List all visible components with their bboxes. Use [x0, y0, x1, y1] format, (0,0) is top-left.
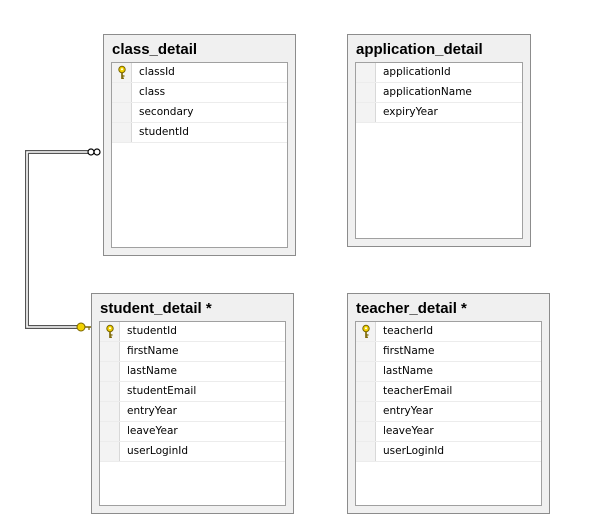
column-list: applicationId applicationName expiryYear [355, 62, 523, 239]
column-row[interactable]: applicationId [356, 63, 522, 83]
column-name: lastName [127, 365, 177, 377]
column-name: entryYear [127, 405, 177, 417]
column-row[interactable]: teacherId [356, 322, 541, 342]
column-name: teacherEmail [383, 385, 453, 397]
column-name: class [139, 86, 166, 98]
column-name: firstName [383, 345, 435, 357]
row-selector[interactable] [100, 342, 120, 361]
column-row[interactable]: studentId [100, 322, 285, 342]
column-name: secondary [139, 106, 194, 118]
column-row[interactable]: leaveYear [356, 422, 541, 442]
column-row[interactable]: studentEmail [100, 382, 285, 402]
row-selector[interactable] [112, 83, 132, 102]
column-name: expiryYear [383, 106, 438, 118]
column-row[interactable]: classId [112, 63, 287, 83]
relationship-line[interactable] [25, 150, 88, 329]
column-row[interactable]: entryYear [356, 402, 541, 422]
row-selector[interactable] [356, 63, 376, 82]
row-selector[interactable] [356, 442, 376, 461]
column-name: studentId [127, 325, 177, 337]
relationship-line-inner [26, 151, 88, 328]
column-name: classId [139, 66, 175, 78]
row-selector[interactable] [356, 402, 376, 421]
column-row[interactable]: expiryYear [356, 103, 522, 123]
column-row[interactable]: leaveYear [100, 422, 285, 442]
column-name: entryYear [383, 405, 433, 417]
column-row[interactable]: lastName [100, 362, 285, 382]
column-row[interactable]: class [112, 83, 287, 103]
column-name: userLoginId [383, 445, 444, 457]
row-selector[interactable] [356, 342, 376, 361]
column-name: studentEmail [127, 385, 197, 397]
column-name: applicationName [383, 86, 472, 98]
table-teacher-detail[interactable]: teacher_detail * teacherId firstName lastN… [347, 293, 550, 514]
column-name: userLoginId [127, 445, 188, 457]
row-selector[interactable] [112, 123, 132, 142]
table-title: class_detail [112, 41, 198, 58]
table-title: application_detail [356, 41, 483, 58]
table-title: teacher_detail * [356, 300, 467, 317]
column-name: leaveYear [127, 425, 178, 437]
column-row[interactable]: userLoginId [356, 442, 541, 462]
column-row[interactable]: lastName [356, 362, 541, 382]
column-row[interactable]: firstName [100, 342, 285, 362]
key-icon [362, 324, 370, 338]
column-row[interactable]: secondary [112, 103, 287, 123]
row-selector[interactable] [100, 442, 120, 461]
table-title: student_detail * [100, 300, 212, 317]
column-row[interactable]: entryYear [100, 402, 285, 422]
column-row[interactable]: studentId [112, 123, 287, 143]
column-row[interactable]: teacherEmail [356, 382, 541, 402]
column-list: teacherId firstName lastName teacherEmail en… [355, 321, 542, 506]
column-row[interactable]: userLoginId [100, 442, 285, 462]
row-selector[interactable] [356, 362, 376, 381]
row-selector[interactable] [356, 83, 376, 102]
column-row[interactable]: applicationName [356, 83, 522, 103]
table-student-detail[interactable]: student_detail * studentId firstName lastN… [91, 293, 294, 514]
infinity-icon [87, 148, 101, 156]
column-list: studentId firstName lastName studentEmail en… [99, 321, 286, 506]
row-selector[interactable] [356, 382, 376, 401]
column-list: classId class secondary studentId [111, 62, 288, 248]
row-selector[interactable] [100, 322, 120, 341]
row-selector[interactable] [112, 63, 132, 82]
key-icon [76, 322, 91, 332]
key-icon [118, 65, 126, 79]
column-name: leaveYear [383, 425, 434, 437]
row-selector[interactable] [100, 422, 120, 441]
row-selector[interactable] [100, 362, 120, 381]
row-selector[interactable] [356, 103, 376, 122]
column-row[interactable]: firstName [356, 342, 541, 362]
key-icon [106, 324, 114, 338]
row-selector[interactable] [100, 382, 120, 401]
row-selector[interactable] [356, 322, 376, 341]
row-selector[interactable] [356, 422, 376, 441]
row-selector[interactable] [112, 103, 132, 122]
column-name: studentId [139, 126, 189, 138]
column-name: applicationId [383, 66, 451, 78]
column-name: firstName [127, 345, 179, 357]
row-selector[interactable] [100, 402, 120, 421]
column-name: teacherId [383, 325, 433, 337]
table-class-detail[interactable]: class_detail classId class secondary studen… [103, 34, 296, 256]
column-name: lastName [383, 365, 433, 377]
